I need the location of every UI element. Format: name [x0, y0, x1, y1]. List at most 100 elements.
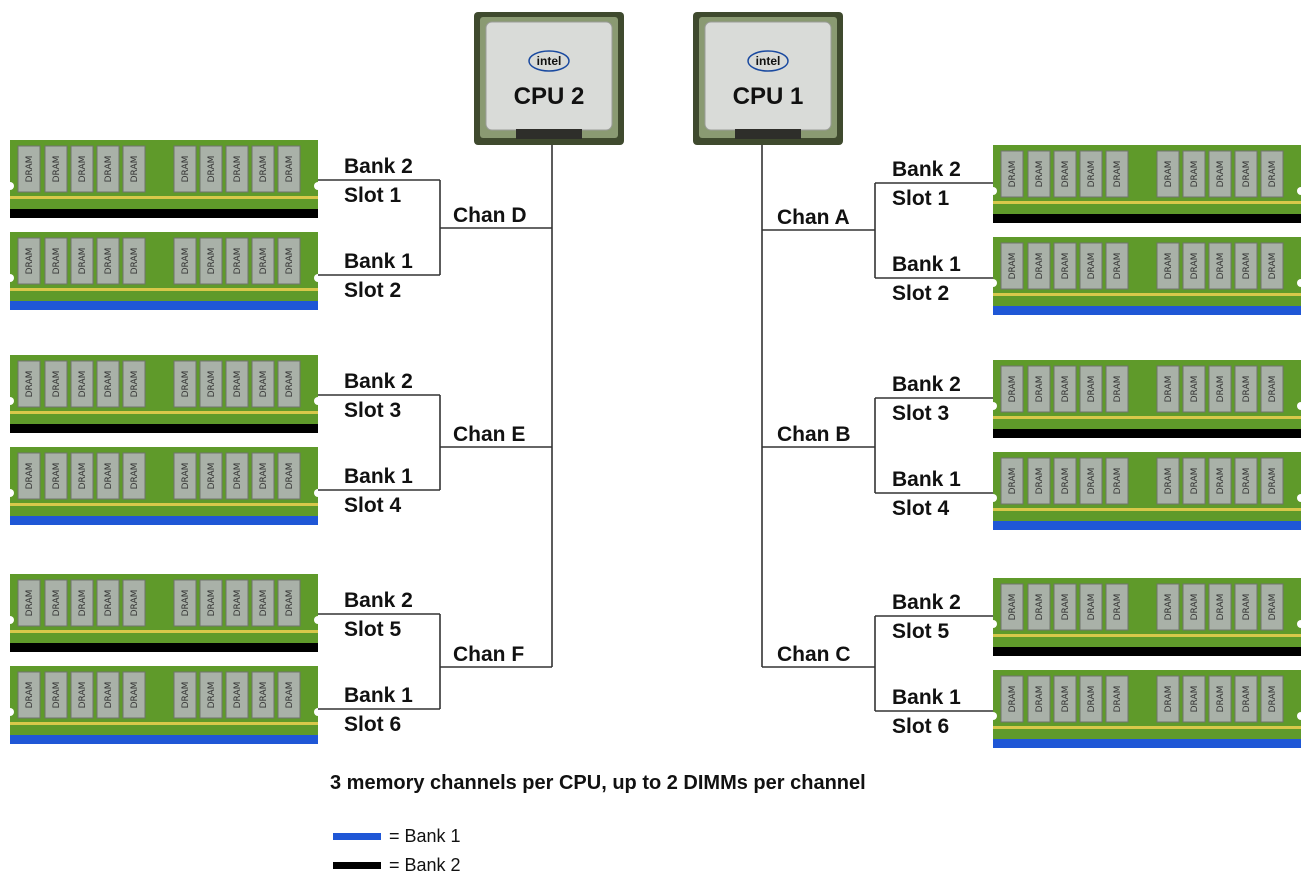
- dram-chip-label: DRAM: [1008, 253, 1018, 280]
- bank-strip: [993, 521, 1301, 530]
- dram-chip: [1000, 365, 1024, 413]
- dram-chip: [17, 452, 41, 500]
- dram-chip: [1027, 457, 1051, 505]
- dram-chip: [225, 579, 249, 627]
- dram-chip: [1053, 365, 1077, 413]
- dram-chip: [225, 671, 249, 719]
- dram-chip-label: DRAM: [1216, 686, 1226, 713]
- dram-chip: [70, 579, 94, 627]
- dram-chip: [1079, 365, 1103, 413]
- dram-chip-label: DRAM: [1061, 161, 1071, 188]
- dram-chip: [1105, 242, 1129, 290]
- dram-chip-label: DRAM: [130, 590, 140, 617]
- dram-chip: [1105, 457, 1129, 505]
- bank-label: Bank 1: [892, 686, 961, 709]
- dram-chip-label: DRAM: [1113, 161, 1123, 188]
- dram-chip-label: DRAM: [52, 463, 62, 490]
- dram-chip-label: DRAM: [285, 248, 295, 275]
- dram-chip-label: DRAM: [104, 156, 114, 183]
- dram-chip: [277, 452, 301, 500]
- dram-chip-label: DRAM: [233, 156, 243, 183]
- dram-chip-label: DRAM: [207, 371, 217, 398]
- bank-strip: [10, 735, 318, 744]
- dram-chip-label: DRAM: [1268, 594, 1278, 621]
- dram-chip: [1105, 675, 1129, 723]
- dram-chip: [96, 671, 120, 719]
- dram-chip: [225, 360, 249, 408]
- dram-chip-label: DRAM: [1164, 161, 1174, 188]
- dram-chip: [1000, 675, 1024, 723]
- dram-chip: [1053, 675, 1077, 723]
- dram-chip: [1208, 150, 1232, 198]
- bank-label: Bank 2: [344, 589, 413, 612]
- intel-logo-icon: [528, 50, 570, 72]
- dram-chip-label: DRAM: [1087, 161, 1097, 188]
- dram-chip: [1027, 675, 1051, 723]
- dram-chip: [1105, 150, 1129, 198]
- bank-strip: [10, 643, 318, 652]
- channel-label: Chan C: [777, 643, 851, 666]
- dram-chip-label: DRAM: [1061, 594, 1071, 621]
- dram-chip-label: DRAM: [285, 682, 295, 709]
- dram-chip: [251, 145, 275, 193]
- dram-chip: [251, 452, 275, 500]
- dram-chip: [1053, 150, 1077, 198]
- bank-label: Bank 1: [344, 465, 413, 488]
- dram-chip: [1079, 583, 1103, 631]
- dram-chip-label: DRAM: [78, 371, 88, 398]
- legend-swatch-bank-1: [333, 833, 381, 840]
- dram-chip-label: DRAM: [78, 248, 88, 275]
- intel-logo-icon: [747, 50, 789, 72]
- dram-chip-label: DRAM: [1268, 468, 1278, 495]
- channel-label: Chan B: [777, 423, 851, 446]
- dram-chip: [44, 360, 68, 408]
- dram-chip: [96, 579, 120, 627]
- dram-chip-label: DRAM: [259, 371, 269, 398]
- dram-chip-label: DRAM: [233, 590, 243, 617]
- dram-chip-label: DRAM: [1008, 161, 1018, 188]
- dram-chip: [17, 360, 41, 408]
- dram-chip-label: DRAM: [1087, 253, 1097, 280]
- dram-chip-label: DRAM: [130, 371, 140, 398]
- dram-chip: [96, 452, 120, 500]
- dram-chip: [70, 452, 94, 500]
- dram-chip: [1000, 150, 1024, 198]
- slot-label: Slot 6: [892, 715, 949, 738]
- slot-label: Slot 5: [344, 618, 401, 641]
- dram-chip: [1027, 242, 1051, 290]
- dram-chip: [1182, 365, 1206, 413]
- dram-chip: [251, 671, 275, 719]
- dram-chip-label: DRAM: [1242, 468, 1252, 495]
- dram-chip: [17, 145, 41, 193]
- cpu-brand-label: intel: [756, 54, 781, 68]
- dram-chip: [225, 145, 249, 193]
- dram-chip-label: DRAM: [1216, 253, 1226, 280]
- dram-chip-label: DRAM: [1164, 253, 1174, 280]
- dram-chip: [17, 237, 41, 285]
- dram-chip: [1156, 675, 1180, 723]
- bank-label: Bank 1: [344, 250, 413, 273]
- bank-label: Bank 2: [892, 591, 961, 614]
- dram-chip: [277, 671, 301, 719]
- dram-chip-label: DRAM: [1008, 376, 1018, 403]
- dram-chip: [225, 452, 249, 500]
- dram-chip-label: DRAM: [233, 248, 243, 275]
- dram-chip-label: DRAM: [1061, 253, 1071, 280]
- dram-chip: [17, 579, 41, 627]
- dram-chip: [44, 237, 68, 285]
- dram-chip-label: DRAM: [1242, 376, 1252, 403]
- dram-chip: [1208, 365, 1232, 413]
- dram-chip-label: DRAM: [1164, 686, 1174, 713]
- dram-chip-label: DRAM: [25, 590, 35, 617]
- dram-chip: [1156, 242, 1180, 290]
- dram-chip: [1182, 242, 1206, 290]
- dram-chip: [1000, 583, 1024, 631]
